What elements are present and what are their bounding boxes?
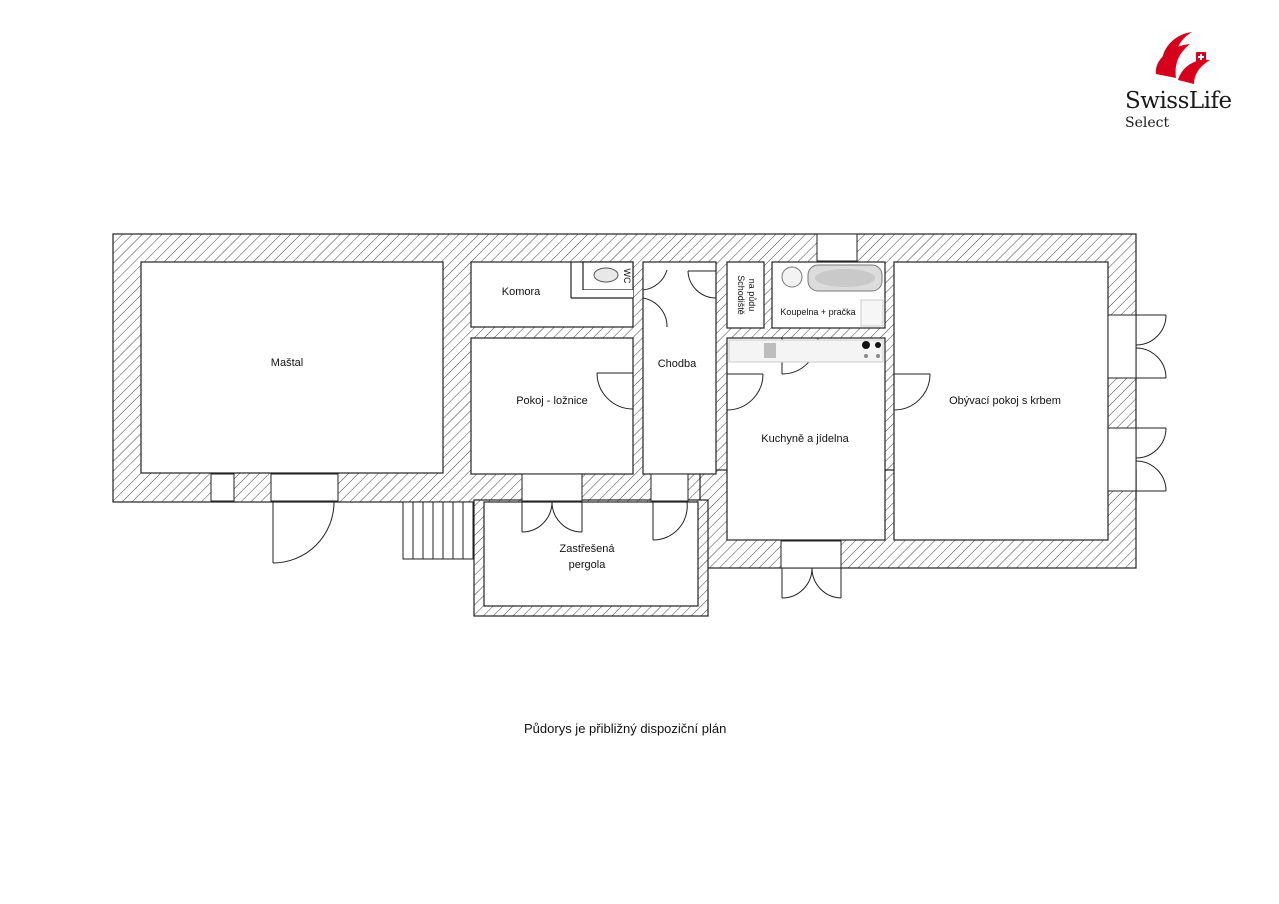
swisslife-logo-mark-icon [1155,32,1210,84]
kitchen-counter [728,339,884,363]
room-label-obyvaci: Obývací pokoj s krbem [949,395,1061,407]
kitchen-sink-icon [764,343,776,358]
room-mastal [140,261,444,474]
room-label-chodba: Chodba [658,358,697,370]
room-interiors [140,261,1109,607]
swisslife-logo: SwissLife Select [1100,30,1260,140]
plan-caption: Půdorys je přibližný dispoziční plán [524,721,727,736]
logo-sub-text: Select [1125,115,1170,131]
bathroom-fixtures [593,264,884,327]
room-pergola [483,501,699,607]
room-obyvaci [893,261,1109,541]
stove-burner-icon [862,341,870,349]
room-label-komora: Komora [502,286,541,298]
room-label-koupelna: Koupelna + pračka [780,307,855,317]
room-label-pergola-line2: pergola [569,559,607,571]
washing-machine-icon [860,299,884,327]
room-pokoj [470,337,634,475]
room-kuchyne [726,337,886,541]
wall-openings [210,233,1137,569]
outdoor-stairs [402,501,474,560]
room-chodba [642,261,717,475]
room-label-schodiste-line2: na půdu [747,279,757,312]
room-label-pokoj: Pokoj - ložnice [516,395,588,407]
room-schodiste [726,261,765,329]
room-label-mastal: Maštal [271,357,303,369]
room-label-wc: WC [622,269,632,284]
toilet-icon [593,267,619,283]
room-label-pergola-line1: Zastřešená [559,543,615,555]
room-label-kuchyne: Kuchyně a jídelna [761,433,849,445]
sink-icon [781,266,803,288]
door-swings [272,262,1167,599]
room-label-schodiste-line1: Schodiště [736,275,746,315]
logo-brand-text: SwissLife [1125,88,1232,114]
